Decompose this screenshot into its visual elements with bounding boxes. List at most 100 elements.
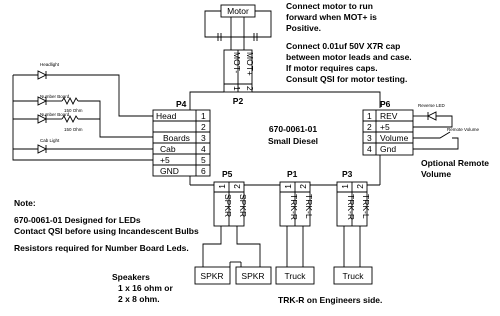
p4-row-1-label: Head xyxy=(156,111,177,121)
p6-row-3-num: 3 xyxy=(367,133,372,143)
speaker-box-1-label: SPKR xyxy=(200,271,223,281)
p3-pin-2-label: TRK-L xyxy=(361,194,371,219)
number-board-1-led-icon xyxy=(37,96,48,106)
left-notes: Note: 670-0061-01 Designed for LEDs Cont… xyxy=(14,198,199,253)
p6-connector: P6 1 2 3 4 REV +5 Volume Gnd xyxy=(362,99,414,156)
p5-lead-2 xyxy=(236,226,261,267)
trk-note: TRK-R on Engineers side. xyxy=(278,295,382,305)
p3-pin-1-label: TRK-R xyxy=(346,194,356,220)
reverse-led-label: Reverse LED xyxy=(418,103,446,108)
motor-label: Motor xyxy=(227,6,249,16)
p2-mot-plus: MOT+ xyxy=(245,52,255,76)
cap-note-line-3: If motor requires caps. xyxy=(286,63,378,73)
p4-led-wiring: Headlight Number Board 150 Ohm Number Bo… xyxy=(12,62,153,161)
motor-note-line-3: Positive. xyxy=(286,23,321,33)
p5-pin-2: 2 xyxy=(232,184,242,189)
p5-pin-2-label: SPKR xyxy=(238,194,248,217)
number-board-2-led-icon xyxy=(37,114,48,124)
board-part-number: 670-0061-01 xyxy=(269,124,317,134)
speakers-note-line-1: Speakers xyxy=(112,272,150,282)
p4-row-1-num: 1 xyxy=(201,111,206,121)
motor-note: Connect motor to run forward when MOT+ i… xyxy=(286,1,377,33)
p6-row-4-label: Gnd xyxy=(380,144,396,154)
remote-volume-switch-icon xyxy=(413,131,451,139)
optional-remote-line-1: Optional Remote xyxy=(421,158,489,168)
p1-truck-box xyxy=(275,266,315,285)
p2-pin-2: 2 xyxy=(245,86,255,91)
p4-row-5-num: 5 xyxy=(201,155,206,165)
cap-note-line-2: between motor leads and case. xyxy=(286,52,412,62)
p3-truck-label: Truck xyxy=(343,271,365,281)
resistor-2-label: 150 Ohm xyxy=(64,127,83,132)
note-line-1: 670-0061-01 Designed for LEDs xyxy=(14,215,141,225)
p6-row-1-num: 1 xyxy=(367,111,372,121)
p5-connector: P5 1 2 SPKR SPKR SPKR SPKR xyxy=(194,169,272,285)
p1-pin-1-label: TRK-R xyxy=(289,194,299,220)
speaker-box-2-label: SPKR xyxy=(241,271,264,281)
number-board-2-label: Number Board xyxy=(40,112,70,117)
remote-volume-label: Remote Volume xyxy=(447,127,480,132)
p5-pin-1-label: SPKR xyxy=(223,194,233,217)
motor-note-line-2: forward when MOT+ is xyxy=(286,12,377,22)
speaker-box-2 xyxy=(235,266,272,285)
p3-label: P3 xyxy=(342,169,353,179)
note-heading: Note: xyxy=(14,198,36,208)
number-board-1-label: Number Board xyxy=(40,94,70,99)
reverse-led-icon xyxy=(426,111,437,121)
headlight-wire xyxy=(46,74,153,117)
p6-row-3-label: Volume xyxy=(380,133,409,143)
p3-connector: P3 1 2 TRK-R TRK-L Truck xyxy=(333,169,373,285)
p4-row-4-label: Cab xyxy=(160,144,176,154)
resistor-1-icon xyxy=(61,96,79,106)
remote-volume-wire xyxy=(413,137,459,150)
p4-row-6-label: GND xyxy=(160,166,179,176)
p5-lead-1 xyxy=(202,226,222,267)
note-line-2: Contact QSI before using Incandescent Bu… xyxy=(14,226,199,236)
speakers-note-line-3: 2 x 8 ohm. xyxy=(118,294,160,304)
p2-pin-1: 1 xyxy=(232,86,242,91)
p6-wiring: Reverse LED Remote Volume Optional Remot… xyxy=(413,103,489,179)
p6-row-1-label: REV xyxy=(380,111,398,121)
motor-assembly: Motor xyxy=(204,4,272,50)
board-name: Small Diesel xyxy=(268,136,318,146)
p6-row-4-num: 4 xyxy=(367,144,372,154)
resistor-2-icon xyxy=(61,114,79,124)
p4-row-3-num: 3 xyxy=(201,133,206,143)
cab-light-label: Cab Light xyxy=(40,138,60,143)
speakers-note: Speakers 1 x 16 ohm or 2 x 8 ohm. xyxy=(112,272,173,304)
motor-cap-frame xyxy=(204,10,272,38)
speaker-box-1 xyxy=(194,266,231,285)
p6-label: P6 xyxy=(380,99,391,109)
p2-label: P2 xyxy=(233,96,244,106)
p3-pin-1: 1 xyxy=(340,184,350,189)
p6-row-2-num: 2 xyxy=(367,122,372,132)
p5-pin-1: 1 xyxy=(217,184,227,189)
p4-row-2-num: 2 xyxy=(201,122,206,132)
p6-row-2-label: +5 xyxy=(380,122,390,132)
optional-remote-line-2: Volume xyxy=(421,169,451,179)
p4-connector: P4 Head Boards Cab +5 GND 1 2 3 4 5 6 xyxy=(152,99,211,177)
p4-row-3-label: Boards xyxy=(163,133,190,143)
board-outline-top-left xyxy=(189,91,224,110)
cap-note-line-1: Connect 0.01uf 50V X7R cap xyxy=(286,41,400,51)
resistor-1-label: 150 Ohm xyxy=(64,108,83,113)
p3-truck-box xyxy=(333,266,373,285)
p5-label: P5 xyxy=(222,169,233,179)
p1-pin-1: 1 xyxy=(283,184,293,189)
p1-connector: P1 1 2 TRK-R TRK-L Truck xyxy=(275,169,315,285)
p2-mot-minus: MOT- xyxy=(232,52,242,73)
cap-note-line-4: Consult QSI for motor testing. xyxy=(286,74,407,84)
headlight-label: Headlight xyxy=(40,62,60,67)
p4-label: P4 xyxy=(176,99,187,109)
p1-label: P1 xyxy=(287,169,298,179)
cap-note: Connect 0.01uf 50V X7R cap between motor… xyxy=(286,41,412,84)
p2-connector: MOT- MOT+ 1 2 P2 xyxy=(223,49,255,106)
headlight-led-icon xyxy=(37,70,48,80)
p4-plus5-bus xyxy=(12,75,153,161)
resistor-note: Resistors required for Number Board Leds… xyxy=(14,243,189,253)
p3-pin-2: 2 xyxy=(355,184,365,189)
p1-pin-2-label: TRK-L xyxy=(304,194,314,219)
cab-light-led-icon xyxy=(37,144,48,154)
p1-truck-label: Truck xyxy=(285,271,307,281)
